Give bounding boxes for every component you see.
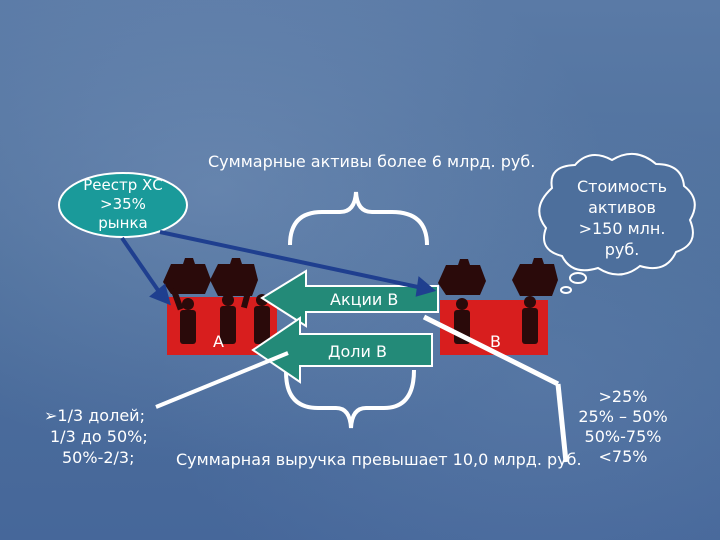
link-lines [120, 230, 437, 306]
left-list-item-1: ➢1/3 долей; [44, 406, 145, 425]
right-list-item-2: 25% – 50% [578, 407, 668, 426]
businessmen-puzzle-icon [163, 258, 270, 344]
registry-line-1: Реестр ХС [83, 176, 163, 194]
right-list-item-3: 50%-75% [584, 427, 662, 446]
arrow-shares-label: Акции В [330, 290, 399, 309]
bottom-label: Суммарная выручка превышает 10,0 млрд. р… [176, 450, 582, 469]
registry-bubble [58, 172, 188, 238]
connector-left [155, 351, 289, 409]
registry-line-2: >35% [100, 195, 146, 213]
left-list: ➢1/3 долей; 1/3 до 50%; 50%-2/3; [44, 405, 148, 468]
connector-right [422, 314, 560, 387]
company-a-label: А [213, 332, 224, 351]
registry-bubble-text: Реестр ХС >35% рынка [72, 176, 174, 233]
cloud-line-4: руб. [604, 240, 640, 259]
businessmen-puzzle-icon-b [438, 258, 558, 344]
bottom-brace [284, 369, 416, 429]
company-a-box [163, 258, 277, 355]
cloud-line-1: Стоимость [576, 177, 668, 196]
right-list: >25% 25% – 50% 50%-75% <75% [568, 387, 678, 467]
cloud-line-3: >150 млн. [578, 219, 666, 238]
arrow-shares [260, 269, 439, 328]
top-label: Суммарные активы более 6 млрд. руб. [208, 152, 536, 171]
arrow-stakes-label: Доли В [328, 342, 387, 361]
company-b-label: В [490, 332, 501, 351]
right-list-item-1: >25% [598, 387, 648, 406]
cloud-line-2: активов [588, 198, 656, 217]
left-list-item-2: 1/3 до 50%; [50, 427, 148, 446]
left-list-item-3: 50%-2/3; [62, 448, 135, 467]
cloud-text: Стоимость активов >150 млн. руб. [558, 176, 686, 260]
arrow-stakes [251, 316, 433, 384]
thought-cloud [538, 153, 696, 294]
top-brace [288, 191, 429, 246]
company-b-box [438, 258, 558, 355]
bullet-arrow-icon: ➢ [44, 406, 58, 425]
registry-line-3: рынка [98, 214, 148, 232]
right-list-item-4: <75% [598, 447, 648, 466]
connector-right-down [555, 383, 569, 463]
